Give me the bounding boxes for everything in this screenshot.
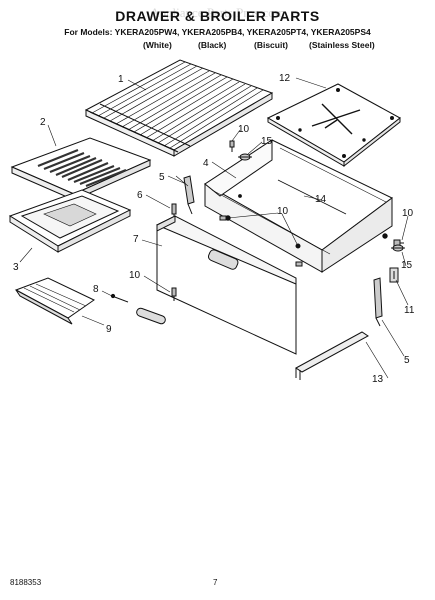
side-bracket-part (389, 267, 399, 283)
callout-15b: 15 (401, 260, 413, 271)
broiler-insert-part (266, 83, 401, 168)
callout-12: 12 (279, 73, 291, 84)
handle-bracket-part (110, 293, 129, 303)
callout-5b: 5 (404, 355, 410, 366)
drawer-support-strip-part (277, 179, 347, 215)
callout-1: 1 (118, 74, 124, 85)
drawer-front-part (156, 215, 297, 355)
drawer-body-part (204, 139, 393, 273)
callout-2: 2 (40, 117, 46, 128)
model-variants: (White) (Black) (Biscuit) (Stainless Ste… (0, 40, 435, 52)
callout-10d: 10 (402, 208, 414, 219)
handle-trim-part (136, 307, 166, 325)
callout-9: 9 (106, 324, 112, 335)
callout-10b: 10 (238, 124, 250, 135)
document-number: 8188353 (10, 578, 42, 587)
broiler-pan-part (8, 189, 132, 253)
page-title: DRAWER & BROILER PARTS (115, 8, 320, 24)
variant-biscuit: (Biscuit) (254, 40, 288, 50)
page-number: 7 (213, 578, 218, 587)
bushing-part (238, 153, 405, 252)
callout-7: 7 (133, 234, 139, 245)
callout-6: 6 (137, 190, 143, 201)
variant-stainless: (Stainless Steel) (309, 40, 375, 50)
drawer-glide-part (183, 175, 383, 327)
callout-3: 3 (13, 262, 19, 273)
callout-8: 8 (93, 284, 99, 295)
callout-10a: 10 (129, 270, 141, 281)
model-list: For Models: YKERA205PW4, YKERA205PB4, YK… (64, 27, 371, 37)
callout-5a: 5 (159, 172, 165, 183)
broiler-support-part (14, 277, 95, 325)
callout-11: 11 (404, 305, 415, 316)
oven-rack-part (84, 59, 274, 157)
drawer-rail-part (295, 331, 369, 380)
variant-white: (White) (143, 40, 172, 50)
callout-4: 4 (203, 158, 209, 169)
callout-14: 14 (315, 194, 327, 205)
callout-10c: 10 (277, 206, 289, 217)
callout-13: 13 (372, 374, 384, 385)
callout-15a: 15 (261, 136, 273, 147)
variant-black: (Black) (198, 40, 227, 50)
